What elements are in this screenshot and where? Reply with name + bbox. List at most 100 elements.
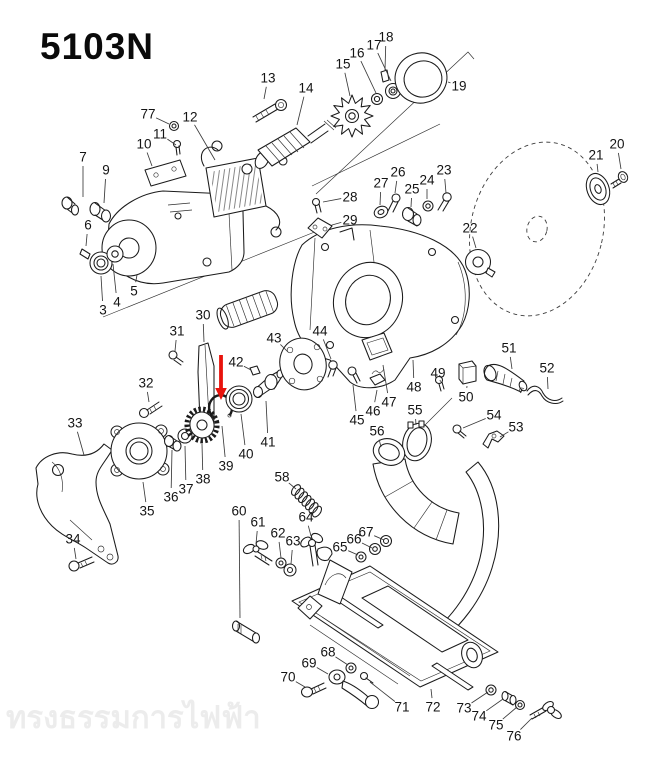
leader-line-19 bbox=[447, 81, 451, 84]
leader-line-35 bbox=[142, 481, 147, 503]
saw-blade-drawing bbox=[469, 141, 605, 317]
part-label-31: 31 bbox=[169, 324, 184, 339]
part-37-retainer-ring bbox=[177, 428, 193, 444]
leader-line-74 bbox=[486, 698, 504, 712]
leader-line-68 bbox=[335, 656, 349, 666]
part-label-24: 24 bbox=[419, 173, 435, 188]
part-label-43: 43 bbox=[266, 331, 281, 346]
part-label-71: 71 bbox=[394, 700, 409, 715]
part-label-28: 28 bbox=[342, 190, 357, 205]
part-45-screw bbox=[347, 366, 361, 384]
leader-line-5 bbox=[135, 274, 138, 283]
part-61-wing-nut bbox=[242, 540, 273, 566]
part-label-41: 41 bbox=[260, 435, 275, 450]
red-pointer-arrow bbox=[215, 355, 227, 400]
part-29-plate bbox=[307, 217, 333, 239]
leader-line-28 bbox=[322, 198, 342, 203]
part-label-12: 12 bbox=[182, 110, 197, 125]
part-label-19: 19 bbox=[451, 79, 466, 94]
part-label-73: 73 bbox=[456, 701, 471, 716]
part-label-14: 14 bbox=[298, 81, 314, 96]
part-label-6: 6 bbox=[84, 218, 92, 233]
leader-line-49 bbox=[439, 379, 441, 382]
part-18-pin bbox=[380, 69, 390, 83]
leader-line-45 bbox=[352, 384, 357, 412]
part-label-10: 10 bbox=[136, 137, 151, 152]
part-label-21: 21 bbox=[588, 148, 603, 163]
part-label-32: 32 bbox=[138, 376, 153, 391]
part-28-screw bbox=[311, 197, 322, 214]
part-label-27: 27 bbox=[373, 176, 388, 191]
leader-line-33 bbox=[76, 431, 85, 456]
part-56-safety-cover bbox=[372, 438, 460, 545]
leader-line-22 bbox=[472, 236, 477, 249]
part-27-washer bbox=[373, 205, 389, 219]
part-label-11: 11 bbox=[153, 127, 167, 142]
leader-line-32 bbox=[146, 391, 150, 403]
part-74-sleeve bbox=[501, 690, 517, 706]
leader-line-76 bbox=[520, 717, 533, 730]
leader-line-30 bbox=[202, 323, 205, 343]
part-52-power-cord bbox=[519, 385, 564, 404]
leader-line-6 bbox=[85, 233, 88, 247]
part-label-67: 67 bbox=[358, 525, 373, 540]
leader-line-38 bbox=[201, 443, 204, 471]
part-label-3: 3 bbox=[99, 303, 107, 318]
part-6-pin bbox=[79, 248, 91, 260]
part-label-44: 44 bbox=[312, 324, 328, 339]
part-label-36: 36 bbox=[163, 490, 178, 505]
part-42-key bbox=[249, 365, 261, 376]
part-label-64: 64 bbox=[298, 510, 314, 525]
part-label-76: 76 bbox=[506, 729, 521, 744]
part-77-washer bbox=[168, 120, 180, 132]
leader-line-46 bbox=[374, 389, 378, 403]
leader-line-15 bbox=[344, 72, 351, 97]
part-73-nut bbox=[485, 684, 497, 696]
part-label-9: 9 bbox=[102, 163, 110, 178]
part-70-hex-bolt bbox=[300, 682, 327, 698]
leader-line-60 bbox=[238, 519, 241, 619]
leader-line-27 bbox=[379, 191, 382, 206]
part-label-15: 15 bbox=[335, 57, 350, 72]
leader-line-51 bbox=[509, 356, 513, 370]
part-label-49: 49 bbox=[430, 366, 445, 381]
leader-line-77 bbox=[155, 117, 170, 125]
part-40-ball-bearing bbox=[225, 385, 253, 413]
part-label-55: 55 bbox=[407, 403, 422, 418]
part-label-18: 18 bbox=[378, 30, 393, 45]
part-26-screw bbox=[387, 193, 401, 213]
part-10-baffle-plate bbox=[144, 159, 187, 187]
part-label-25: 25 bbox=[404, 182, 419, 197]
leader-line-67 bbox=[374, 535, 385, 541]
part-label-51: 51 bbox=[501, 341, 516, 356]
leader-line-41 bbox=[265, 400, 269, 434]
part-label-20: 20 bbox=[609, 137, 624, 152]
leader-line-34 bbox=[73, 547, 77, 560]
part-48-blade-case bbox=[290, 224, 470, 389]
part-label-4: 4 bbox=[113, 295, 121, 310]
part-15-fan bbox=[330, 94, 374, 138]
leader-line-73 bbox=[471, 691, 489, 704]
part-50-holder-block bbox=[458, 360, 477, 385]
part-49-screw bbox=[434, 375, 445, 392]
part-label-23: 23 bbox=[436, 163, 451, 178]
leader-line-20 bbox=[617, 152, 622, 170]
part-32-bolt bbox=[138, 401, 163, 419]
leader-line-40 bbox=[240, 413, 246, 446]
part-4-washer bbox=[106, 245, 124, 263]
part-label-53: 53 bbox=[508, 420, 523, 435]
part-label-47: 47 bbox=[381, 395, 396, 410]
leader-line-3 bbox=[100, 275, 103, 302]
leader-line-18 bbox=[384, 45, 387, 71]
part-label-75: 75 bbox=[488, 718, 503, 733]
leader-line-75 bbox=[502, 706, 518, 720]
leader-line-61 bbox=[255, 530, 258, 545]
part-53-cord-clip bbox=[482, 430, 505, 449]
leader-line-14 bbox=[296, 96, 305, 126]
part-label-16: 16 bbox=[349, 46, 364, 61]
leader-line-44 bbox=[322, 339, 332, 360]
part-13-bolt bbox=[252, 98, 288, 123]
labels-layer: 3456791011121314151617181920212223242526… bbox=[65, 30, 624, 744]
part-label-40: 40 bbox=[238, 447, 253, 462]
leader-line-53 bbox=[499, 431, 509, 438]
